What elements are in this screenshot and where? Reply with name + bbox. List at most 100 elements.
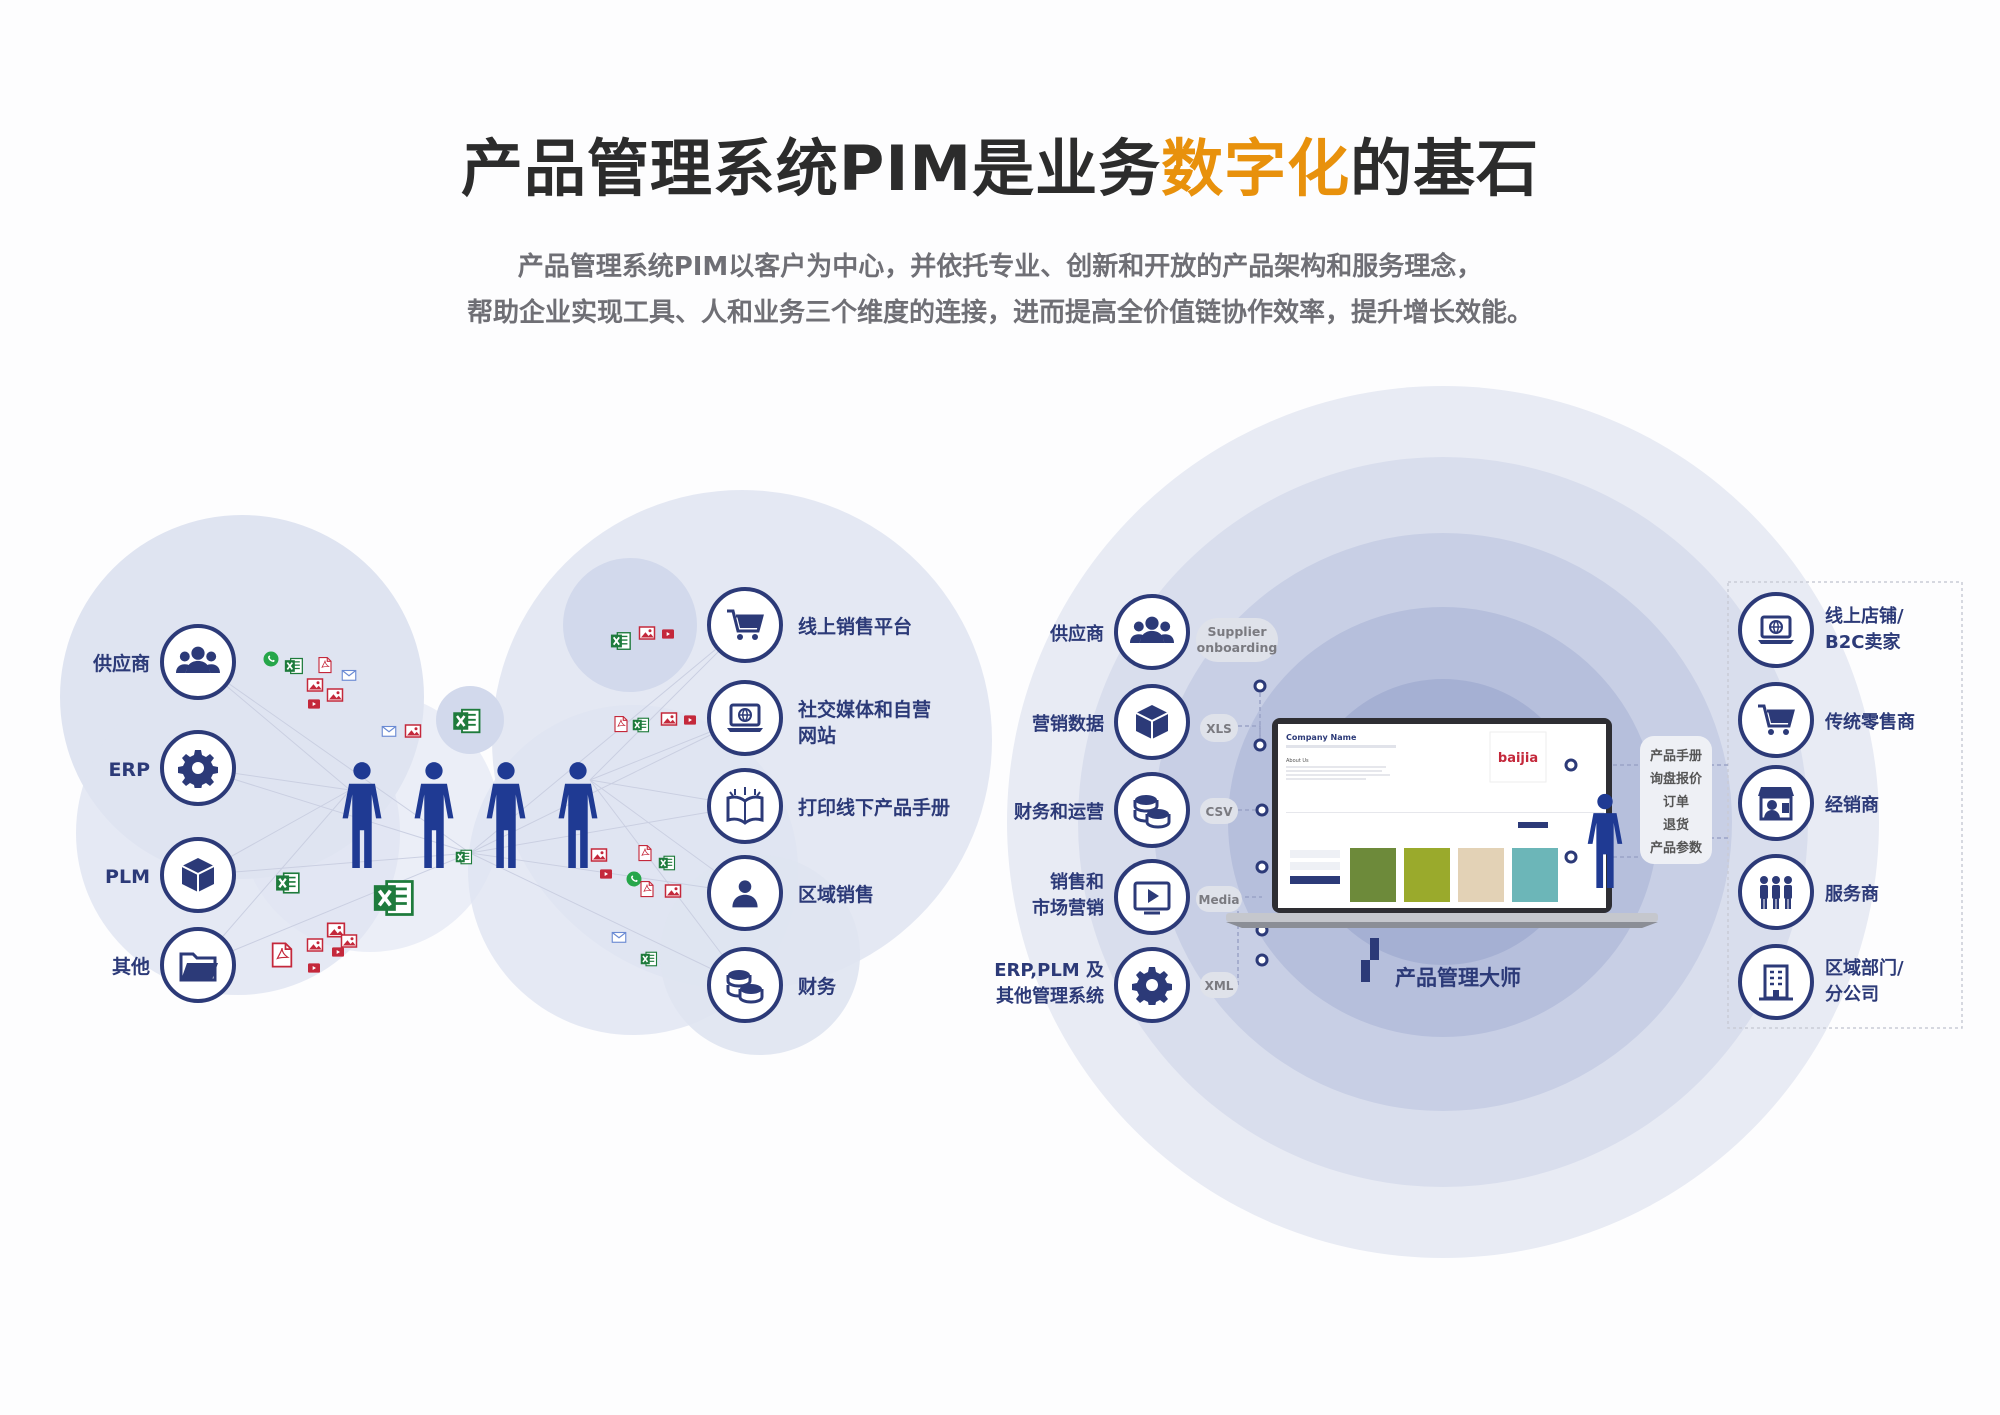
channel-label: 区域销售 — [798, 883, 874, 906]
image-icon — [306, 938, 324, 952]
product-name-group: 产品管理大师 — [1352, 938, 1521, 990]
bubble — [563, 558, 697, 692]
chat-icon — [263, 651, 279, 667]
page-title: 产品管理系统PIM是业务数字化的基石 — [0, 118, 2000, 208]
input-tag: Supplier — [1207, 624, 1267, 639]
right-input-marketing-data[interactable]: 营销数据 XLS — [1032, 684, 1267, 760]
left-channel-online-platform[interactable]: 线上销售平台 — [707, 587, 912, 663]
output-connectors — [1571, 764, 1728, 858]
input-label: 销售和 — [1050, 871, 1104, 893]
left-source-erp[interactable]: ERP — [108, 730, 236, 806]
channel-label: 经销商 — [1825, 794, 1879, 816]
image-icon — [326, 688, 344, 702]
left-source-other[interactable]: 其他 — [112, 927, 236, 1003]
input-connectors — [1237, 686, 1262, 985]
input-tag: CSV — [1206, 805, 1234, 819]
image-icon — [590, 848, 608, 862]
video-icon — [332, 947, 344, 957]
channel-label: 服务商 — [1825, 883, 1879, 905]
channel-label: B2C卖家 — [1825, 631, 1901, 653]
source-label: PLM — [105, 866, 150, 888]
channel-label: 分公司 — [1825, 984, 1879, 1005]
channel-label: 网站 — [798, 724, 836, 747]
channel-label: 社交媒体和自营 — [797, 698, 931, 721]
input-label: 财务和运营 — [1014, 801, 1104, 823]
laptop-about: About Us — [1286, 758, 1309, 764]
output-item: 询盘报价 — [1650, 771, 1703, 787]
channels-panel — [1727, 581, 1963, 1029]
excel-icon — [632, 717, 650, 733]
video-icon — [662, 629, 674, 639]
left-channel-finance[interactable]: 财务 — [707, 947, 837, 1023]
connector-dot — [1255, 953, 1269, 967]
laptop-screenshot: Company Name About Us baijia — [1226, 718, 1658, 928]
title-suffix: 的基石 — [1350, 132, 1540, 205]
mail-icon — [381, 725, 397, 737]
excel-icon — [284, 657, 304, 675]
right-channel-distributor[interactable]: 经销商 — [1738, 765, 1879, 841]
pdf-icon — [614, 715, 628, 733]
channel-label: 传统零售商 — [1824, 711, 1915, 733]
input-label: ERP,PLM 及 — [994, 960, 1105, 981]
output-item: 订单 — [1663, 794, 1689, 810]
input-label: 其他管理系统 — [996, 985, 1104, 1007]
right-input-finance-ops[interactable]: 财务和运营 CSV — [1014, 772, 1269, 848]
excel-icon — [640, 951, 658, 967]
gear-icon — [1132, 967, 1172, 1005]
excel-icon — [372, 879, 415, 917]
laptop-brand-logo: baijia — [1498, 751, 1538, 766]
input-label: 供应商 — [1049, 623, 1104, 645]
product-logo-icon — [1352, 938, 1379, 982]
video-icon — [308, 699, 320, 709]
right-channel-service-provider[interactable]: 服务商 — [1738, 854, 1879, 930]
video-icon — [600, 869, 612, 879]
subtitle-line-2: 帮助企业实现工具、人和业务三个维度的连接，进而提高全价值链协作效率，提升增长效能… — [466, 298, 1533, 328]
outputs-panel: 产品手册 询盘报价 订单 退货 产品参数 — [1640, 736, 1712, 864]
pdf-icon — [640, 880, 654, 898]
video-icon — [308, 963, 320, 973]
left-channel-regional-sales[interactable]: 区域销售 — [707, 855, 874, 931]
right-input-sales-marketing[interactable]: 销售和 市场营销 Media — [1032, 859, 1269, 935]
product-name: 产品管理大师 — [1395, 966, 1521, 990]
pdf-icon — [638, 844, 652, 862]
source-label: 其他 — [112, 955, 150, 978]
channel-label: 线上销售平台 — [798, 615, 912, 638]
left-source-plm[interactable]: PLM — [105, 837, 236, 913]
image-icon — [340, 934, 358, 948]
laptop-company-name: Company Name — [1286, 733, 1357, 742]
mail-icon — [611, 931, 627, 943]
left-channel-social-media[interactable]: 社交媒体和自营 网站 — [707, 680, 931, 756]
right-channel-retailer[interactable]: 传统零售商 — [1738, 682, 1915, 758]
right-channel-online-store[interactable]: 线上店铺/ B2C卖家 — [1738, 592, 1904, 668]
right-channel-branch[interactable]: 区域部门/ 分公司 — [1738, 944, 1904, 1020]
output-item: 退货 — [1663, 817, 1689, 833]
connector-dot — [1564, 850, 1578, 864]
video-icon — [684, 715, 696, 725]
left-channel-print-catalog[interactable]: 打印线下产品手册 — [707, 768, 950, 844]
image-icon — [306, 678, 324, 692]
left-source-supplier[interactable]: 供应商 — [92, 624, 236, 700]
image-icon — [638, 626, 656, 640]
output-item: 产品参数 — [1650, 840, 1703, 856]
input-label: 营销数据 — [1032, 713, 1104, 735]
excel-icon — [275, 872, 300, 894]
source-label: ERP — [108, 759, 150, 781]
right-input-erp-plm[interactable]: ERP,PLM 及 其他管理系统 XML — [994, 923, 1269, 1023]
excel-icon — [452, 708, 481, 734]
channel-label: 区域部门/ — [1825, 957, 1904, 979]
channel-label: 财务 — [798, 975, 837, 998]
title-prefix: 产品管理系统PIM是业务 — [460, 132, 1162, 205]
image-icon — [404, 724, 422, 738]
input-label: 市场营销 — [1032, 897, 1104, 919]
source-label: 供应商 — [92, 652, 150, 675]
pdf-icon — [271, 942, 293, 968]
chat-icon — [626, 871, 642, 887]
excel-icon — [455, 849, 473, 865]
excel-icon — [610, 631, 632, 651]
right-input-supplier[interactable]: 供应商 Supplier onboarding — [1049, 594, 1278, 693]
channel-label: 线上店铺/ — [1825, 605, 1904, 627]
connector-dot — [1564, 758, 1578, 772]
input-tag: XML — [1205, 979, 1234, 993]
gear-icon — [178, 750, 218, 788]
output-item: 产品手册 — [1650, 748, 1702, 764]
